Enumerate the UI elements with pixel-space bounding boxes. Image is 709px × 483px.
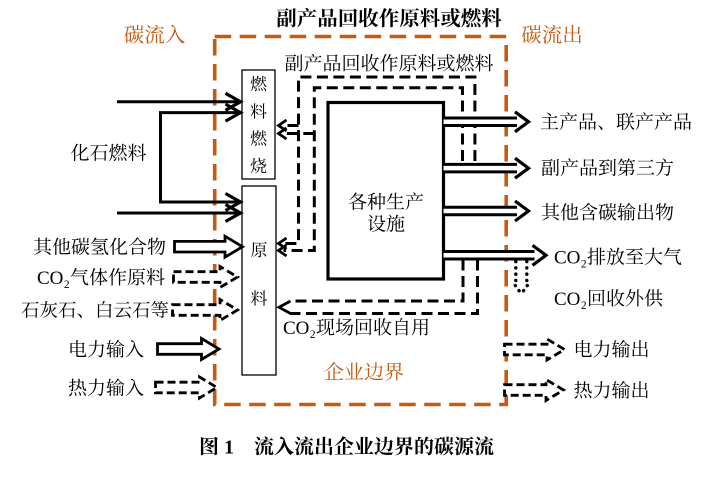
raw-material-box-label-char-0: 原 (251, 241, 268, 260)
enterprise-boundary-label: 企业边界 (324, 362, 404, 384)
production-facilities-box-label-char-0: 各种生产 (348, 192, 424, 214)
carbon-in-label: 碳流入 (124, 24, 186, 47)
fuel-combustion-box-label-char-1: 料 (250, 102, 267, 121)
fuel-combustion-box-label: 燃 料 燃 烧 (250, 75, 268, 176)
top-title: 副产品回收作原料或燃料 (276, 8, 502, 31)
other-carbon-outputs-arrow-shaft-fill (443, 207, 517, 215)
fossil-fuel-arrow-to-raw (117, 203, 244, 223)
enterprise-boundary-rect (212, 34, 508, 407)
byproduct-recycle-label: 副产品回收作原料或燃料 (284, 53, 493, 75)
fuel-combustion-box-label-char-0: 燃 (250, 75, 268, 94)
heat-output-arrow (503, 377, 567, 403)
fossil-fuel-bracket-arrowhead-0 (224, 102, 244, 123)
byproducts-third-party-arrow (443, 156, 532, 180)
other-carbon-outputs-label: 其他含碳输出物 (541, 202, 674, 224)
other-carbon-outputs-arrow-arrowhead-0 (514, 199, 532, 223)
other-carbon-outputs-arrow-shaft-line-0 (443, 205, 517, 217)
co2-to-atmosphere-arrow-shaft-fill (443, 251, 534, 259)
main-products-arrow-shaft-line-0 (443, 116, 517, 127)
electricity-input-arrow (156, 336, 222, 362)
fossil-fuel-arrow-to-fuel (117, 91, 244, 112)
main-products-arrow-arrowhead-0 (514, 110, 532, 134)
byproduct-recycle-loop-outer-dashed-line-0 (283, 75, 477, 245)
byproduct-recycle-loop-inner-dashed-line-0 (283, 86, 464, 252)
recycle-tap-to-fuel-lower-arrowhead-0 (276, 126, 288, 141)
co2-onsite-recovery-pipe-dashed-line-0 (290, 259, 465, 303)
fossil-fuel-arrow-to-raw-arrowhead-0 (224, 203, 244, 223)
main-products-arrow (443, 110, 532, 134)
production-facilities-box (326, 100, 446, 281)
other-hydrocarbons-label: 其他碳氢化合物 (33, 237, 166, 259)
raw-material-box (241, 185, 277, 376)
co2-to-atmosphere-arrow-arrowhead-0 (531, 244, 549, 267)
co2-gas-feedstock-label: CO₂气体作原料 (37, 268, 165, 289)
co2-onsite-recovery-pipe (276, 259, 479, 315)
co2-onsite-recovery-label: CO₂现场回收自用 (283, 318, 430, 339)
fossil-fuel-label: 化石燃料 (70, 143, 146, 164)
fuel-combustion-box (241, 69, 276, 180)
other-carbon-outputs-arrow (443, 199, 532, 223)
main-products-label: 主产品、联产产品 (540, 112, 692, 134)
recycle-tap-to-fuel-lower (276, 126, 315, 141)
co2-external-supply-arrow-dotted-line-3 (519, 283, 529, 296)
byproducts-third-party-arrow-shaft-line-0 (443, 162, 517, 174)
carbon-out-label: 碳流出 (521, 24, 583, 47)
co2-onsite-recovery-pipe-arrowhead-0 (276, 299, 292, 315)
electricity-output-arrow (503, 336, 568, 363)
fossil-fuel-bracket-shaft-line-0 (159, 111, 238, 204)
limestone-dolomite-arrow (171, 297, 241, 323)
co2-external-supply-label: CO₂回收外供 (554, 289, 664, 310)
figure-caption: 图 1 流入流出企业边界的碳源流 (199, 436, 495, 459)
byproduct-recycle-loop-inner-arrowhead-0 (276, 243, 288, 258)
byproducts-third-party-arrow-shaft-fill (443, 164, 517, 172)
heat-input-label: 热力输入 (68, 377, 144, 399)
raw-material-box-label-char-1: 料 (251, 290, 268, 309)
electricity-input-label: 电力输入 (68, 339, 144, 361)
byproduct-recycle-loop-inner (276, 86, 464, 258)
co2-external-supply-arrow (513, 259, 529, 296)
heat-input-arrow (154, 374, 220, 401)
fuel-combustion-box-label-char-2: 燃 (250, 130, 268, 149)
recycle-tap-to-fuel-upper (276, 118, 299, 133)
co2-to-atmosphere-arrow (443, 244, 549, 267)
co2-to-atmosphere-label: CO₂排放至大气 (554, 247, 682, 268)
heat-output-label: 热力输出 (574, 380, 650, 402)
production-facilities-box-label: 各种生产 设施 (348, 192, 424, 236)
main-products-arrow-shaft-fill (443, 118, 517, 126)
other-hydrocarbons-arrow (173, 233, 246, 260)
co2-to-atmosphere-arrow-shaft-line-0 (443, 250, 535, 261)
fossil-fuel-bracket (159, 102, 244, 212)
byproducts-third-party-arrow-arrowhead-0 (514, 156, 532, 180)
limestone-dolomite-label: 石灰石、白云石等 (21, 300, 169, 321)
co2-external-supply-arrow-dotted-line-2 (513, 283, 523, 296)
co2-gas-feedstock-arrow (172, 264, 241, 290)
co2-onsite-recovery-pipe-dashed-line-1 (290, 259, 479, 315)
raw-material-box-label: 原 料 (251, 241, 268, 309)
fuel-combustion-box-label-char-3: 烧 (250, 157, 267, 176)
electricity-output-label: 电力输出 (574, 339, 650, 361)
byproducts-third-party-label: 副产品到第三方 (541, 157, 674, 179)
production-facilities-box-label-char-1: 设施 (367, 215, 405, 236)
